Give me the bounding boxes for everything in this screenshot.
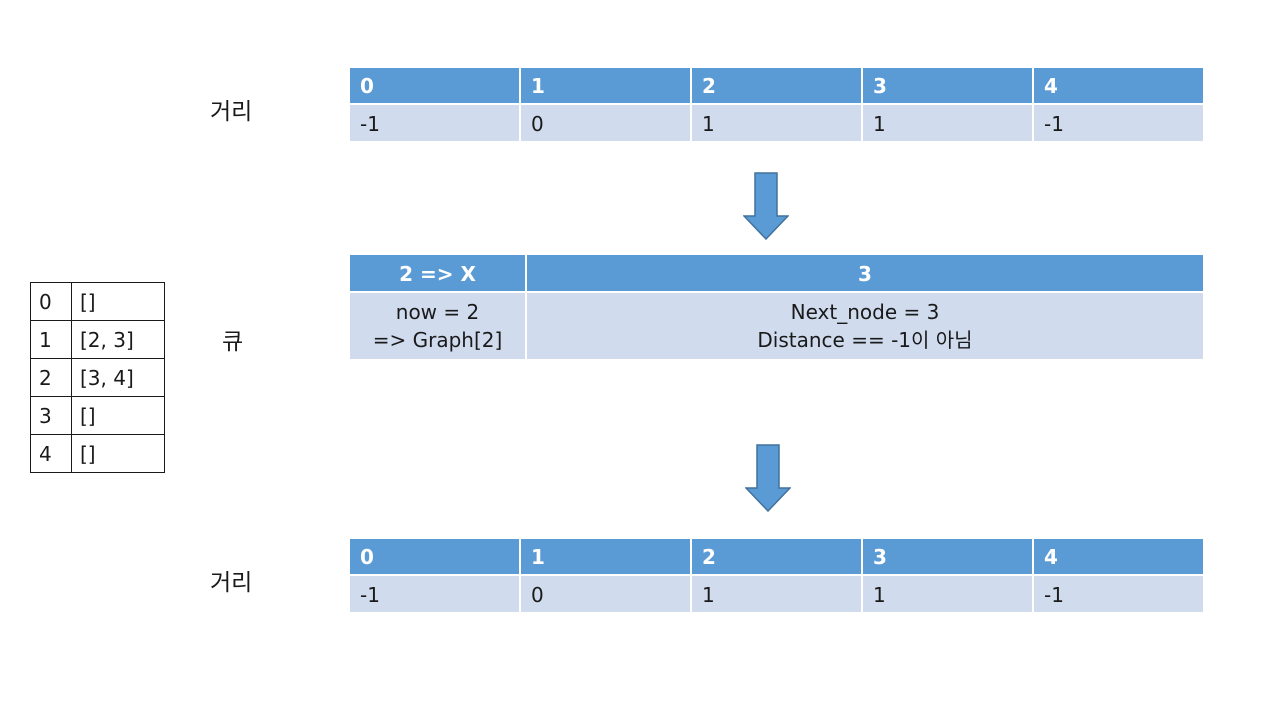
distance-value-cell: -1 (1034, 576, 1203, 612)
queue-label: 큐 (222, 329, 244, 355)
adjacency-neighbors: [] (71, 282, 165, 321)
distance-header-cell: 2 (692, 539, 861, 574)
distance-label-top: 거리 (210, 99, 253, 125)
distance-value-cell: 0 (521, 576, 690, 612)
queue-current-line: now = 2 (395, 300, 480, 324)
down-arrow-icon (745, 444, 791, 512)
distance-value-cell: -1 (1034, 105, 1203, 141)
distance-value-cell: -1 (350, 105, 519, 141)
queue-next-node-cell: Next_node = 3 Distance == -1이 아님 (527, 293, 1203, 359)
distance-header-cell: 1 (521, 539, 690, 574)
queue-next-line: Next_node = 3 (790, 300, 940, 324)
queue-current-node-cell: now = 2 => Graph[2] (350, 293, 525, 359)
adjacency-row: 4 [] (30, 434, 165, 473)
distance-header-cell: 0 (350, 539, 519, 574)
distance-header-cell: 2 (692, 68, 861, 103)
adjacency-node: 1 (30, 320, 72, 359)
distance-value-cell: 1 (863, 576, 1032, 612)
adjacency-row: 2 [3, 4] (30, 358, 165, 397)
adjacency-row: 0 [] (30, 282, 165, 321)
adjacency-neighbors: [3, 4] (71, 358, 165, 397)
adjacency-node: 3 (30, 396, 72, 435)
queue-next-line: Distance == -1이 아님 (757, 328, 973, 352)
adjacency-neighbors: [] (71, 396, 165, 435)
adjacency-node: 0 (30, 282, 72, 321)
adjacency-neighbors: [] (71, 434, 165, 473)
down-arrow-icon (743, 172, 789, 240)
distance-table-top: 0 1 2 3 4 -1 0 1 1 -1 (350, 68, 1203, 141)
distance-header-cell: 3 (863, 68, 1032, 103)
distance-header-cell: 0 (350, 68, 519, 103)
distance-value-cell: 1 (692, 105, 861, 141)
queue-current-line: => Graph[2] (372, 328, 503, 352)
adjacency-node: 4 (30, 434, 72, 473)
adjacency-node: 2 (30, 358, 72, 397)
adjacency-row: 1 [2, 3] (30, 320, 165, 359)
queue-header-processed: 2 => X (350, 255, 525, 291)
distance-header-cell: 1 (521, 68, 690, 103)
distance-label-bottom: 거리 (210, 570, 253, 596)
distance-value-cell: 1 (863, 105, 1032, 141)
distance-header-cell: 4 (1034, 68, 1203, 103)
adjacency-neighbors: [2, 3] (71, 320, 165, 359)
distance-value-cell: -1 (350, 576, 519, 612)
distance-header-cell: 3 (863, 539, 1032, 574)
distance-header-cell: 4 (1034, 539, 1203, 574)
queue-header-pending: 3 (527, 255, 1203, 291)
queue-table: 2 => X 3 now = 2 => Graph[2] Next_node =… (350, 255, 1203, 359)
adjacency-list-table: 0 [] 1 [2, 3] 2 [3, 4] 3 [] 4 [] (30, 282, 165, 473)
distance-value-cell: 1 (692, 576, 861, 612)
distance-table-bottom: 0 1 2 3 4 -1 0 1 1 -1 (350, 539, 1203, 612)
adjacency-row: 3 [] (30, 396, 165, 435)
distance-value-cell: 0 (521, 105, 690, 141)
